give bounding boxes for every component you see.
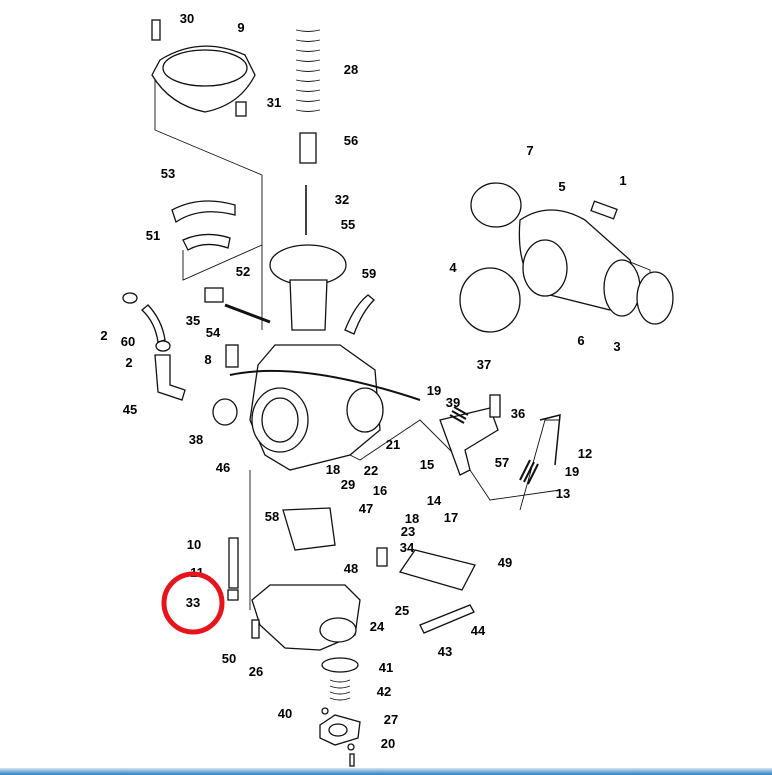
part-label-39: 39 bbox=[446, 395, 460, 410]
part-drawings bbox=[122, 19, 674, 767]
part-label-56: 56 bbox=[344, 133, 358, 148]
part-label-29: 29 bbox=[341, 477, 355, 492]
part-label-31: 31 bbox=[267, 95, 281, 110]
part-label-37: 37 bbox=[477, 357, 491, 372]
part-label-25: 25 bbox=[395, 603, 409, 618]
part-label-57: 57 bbox=[495, 455, 509, 470]
part-label-38: 38 bbox=[189, 432, 203, 447]
part-label-48: 48 bbox=[344, 561, 358, 576]
part-label-6: 6 bbox=[577, 333, 584, 348]
part-label-28: 28 bbox=[344, 62, 358, 77]
part-label-5: 5 bbox=[558, 179, 565, 194]
part-label-45: 45 bbox=[123, 402, 137, 417]
part-label-19: 19 bbox=[427, 383, 441, 398]
part-label-14: 14 bbox=[427, 493, 442, 508]
part-label-8: 8 bbox=[204, 352, 211, 367]
part-label-17: 17 bbox=[444, 510, 458, 525]
part-label-44: 44 bbox=[471, 623, 486, 638]
part-label-16: 16 bbox=[373, 483, 387, 498]
part-label-47: 47 bbox=[359, 501, 373, 516]
part-label-50: 50 bbox=[222, 651, 236, 666]
part-label-55: 55 bbox=[341, 217, 355, 232]
part-label-36: 36 bbox=[511, 406, 525, 421]
part-label-43: 43 bbox=[438, 644, 452, 659]
part-label-40: 40 bbox=[278, 706, 292, 721]
window-bottom-bar bbox=[0, 768, 772, 775]
part-label-3: 3 bbox=[613, 339, 620, 354]
part-label-35: 35 bbox=[186, 313, 200, 328]
highlight-circle bbox=[161, 571, 225, 635]
part-label-60: 60 bbox=[121, 334, 135, 349]
part-label-58: 58 bbox=[265, 509, 279, 524]
part-label-32: 32 bbox=[335, 192, 349, 207]
part-label-27: 27 bbox=[384, 712, 398, 727]
part-label-7: 7 bbox=[526, 143, 533, 158]
part-label-9: 9 bbox=[237, 20, 244, 35]
part-label-59: 59 bbox=[362, 266, 376, 281]
part-label-13: 13 bbox=[556, 486, 570, 501]
part-label-51: 51 bbox=[146, 228, 160, 243]
part-label-19: 19 bbox=[565, 464, 579, 479]
part-label-2: 2 bbox=[100, 328, 107, 343]
part-label-53: 53 bbox=[161, 166, 175, 181]
part-label-33: 33 bbox=[186, 595, 200, 610]
part-label-20: 20 bbox=[381, 736, 395, 751]
part-label-42: 42 bbox=[377, 684, 391, 699]
part-label-54: 54 bbox=[206, 325, 221, 340]
part-label-4: 4 bbox=[449, 260, 457, 275]
part-label-46: 46 bbox=[216, 460, 230, 475]
part-label-18: 18 bbox=[326, 462, 340, 477]
part-label-21: 21 bbox=[386, 437, 400, 452]
part-label-2: 2 bbox=[125, 355, 132, 370]
part-label-41: 41 bbox=[379, 660, 393, 675]
part-label-23: 23 bbox=[401, 524, 415, 539]
part-label-34: 34 bbox=[400, 540, 415, 555]
part-label-12: 12 bbox=[578, 446, 592, 461]
part-label-1: 1 bbox=[619, 173, 626, 188]
part-label-52: 52 bbox=[236, 264, 250, 279]
part-label-26: 26 bbox=[249, 664, 263, 679]
part-label-15: 15 bbox=[420, 457, 434, 472]
part-label-24: 24 bbox=[370, 619, 385, 634]
part-label-10: 10 bbox=[187, 537, 201, 552]
part-label-49: 49 bbox=[498, 555, 512, 570]
part-label-30: 30 bbox=[180, 11, 194, 26]
part-label-18: 18 bbox=[405, 511, 419, 526]
part-label-22: 22 bbox=[364, 463, 378, 478]
